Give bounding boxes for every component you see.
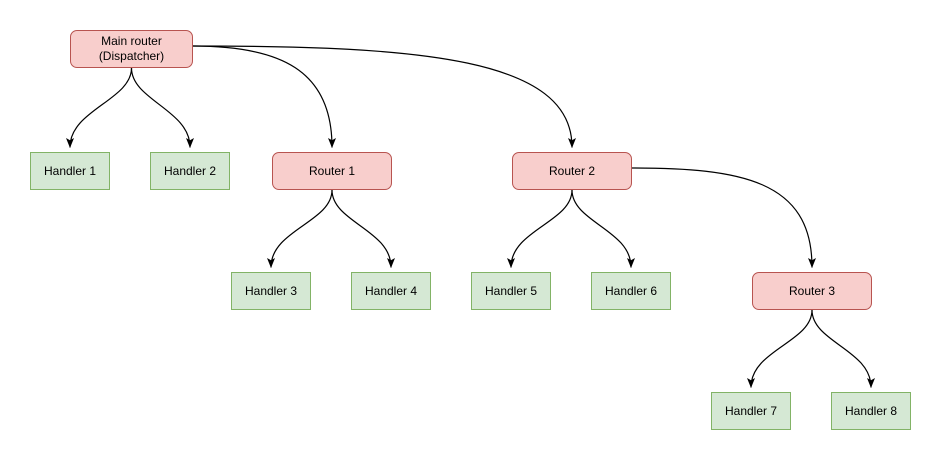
edge-main-to-handler-2 bbox=[130, 67, 194, 148]
node-label-router-1: Router 1 bbox=[308, 163, 356, 178]
node-handler-5[interactable]: Handler 5 bbox=[471, 272, 551, 310]
edge-router2-to-handler-6 bbox=[571, 189, 635, 268]
edge-main-to-router-2 bbox=[192, 45, 576, 148]
node-label-handler-3: Handler 3 bbox=[244, 283, 298, 298]
edge-main-to-router-1 bbox=[192, 45, 336, 148]
edge-router2-to-router-3 bbox=[631, 167, 816, 268]
node-handler-7[interactable]: Handler 7 bbox=[711, 392, 791, 430]
node-router-3[interactable]: Router 3 bbox=[752, 272, 872, 310]
node-label-handler-1: Handler 1 bbox=[43, 163, 97, 178]
node-main-router[interactable]: Main router (Dispatcher) bbox=[70, 30, 193, 68]
node-handler-3[interactable]: Handler 3 bbox=[231, 272, 311, 310]
node-label-handler-8: Handler 8 bbox=[844, 403, 898, 418]
node-label-main-router: Main router (Dispatcher) bbox=[98, 34, 165, 63]
edge-main-to-handler-1 bbox=[66, 67, 133, 148]
node-handler-4[interactable]: Handler 4 bbox=[351, 272, 431, 310]
node-label-router-3: Router 3 bbox=[788, 283, 836, 298]
node-label-handler-4: Handler 4 bbox=[364, 283, 418, 298]
node-handler-6[interactable]: Handler 6 bbox=[591, 272, 671, 310]
node-handler-8[interactable]: Handler 8 bbox=[831, 392, 911, 430]
node-label-handler-2: Handler 2 bbox=[163, 163, 217, 178]
node-label-router-2: Router 2 bbox=[548, 163, 596, 178]
edge-router3-to-handler-7 bbox=[747, 309, 813, 388]
node-label-handler-6: Handler 6 bbox=[604, 283, 658, 298]
node-router-1[interactable]: Router 1 bbox=[272, 152, 392, 190]
edge-router1-to-handler-4 bbox=[331, 189, 395, 268]
edge-router3-to-handler-8 bbox=[811, 309, 875, 388]
node-router-2[interactable]: Router 2 bbox=[512, 152, 632, 190]
node-label-handler-7: Handler 7 bbox=[724, 403, 778, 418]
node-label-handler-5: Handler 5 bbox=[484, 283, 538, 298]
edge-router2-to-handler-5 bbox=[507, 189, 573, 268]
node-handler-1[interactable]: Handler 1 bbox=[30, 152, 110, 190]
edge-router1-to-handler-3 bbox=[267, 189, 333, 268]
node-handler-2[interactable]: Handler 2 bbox=[150, 152, 230, 190]
